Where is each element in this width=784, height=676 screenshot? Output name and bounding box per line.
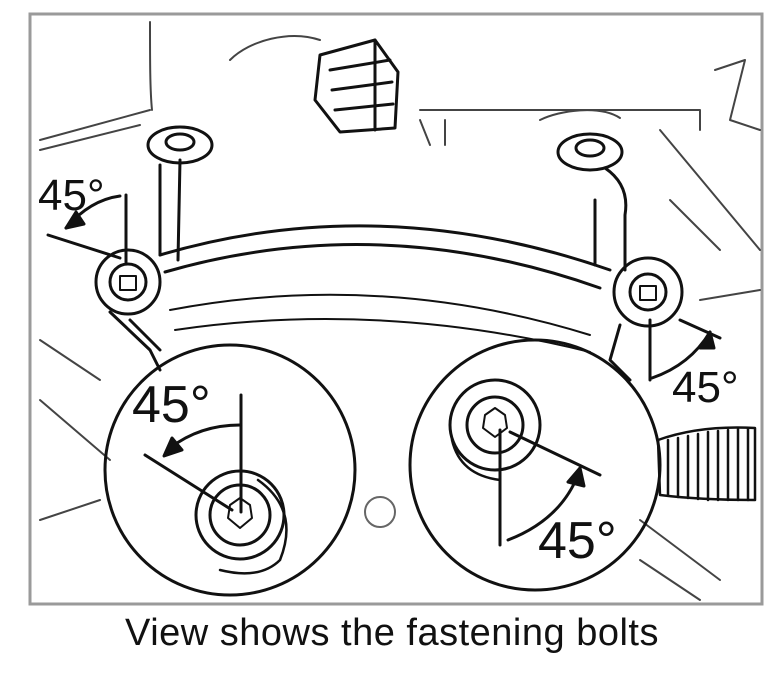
angle-label-top-right: 45°	[672, 363, 739, 412]
angle-label-detail-right: 45°	[538, 512, 617, 570]
top-right-bolt	[556, 132, 684, 382]
housing-outline	[39, 21, 761, 601]
adjustment-knob	[313, 38, 400, 134]
detail-circle-left	[103, 343, 357, 597]
top-left-bolt	[94, 125, 214, 372]
angle-indicator-top-right	[648, 318, 722, 382]
figure-caption: View shows the fastening bolts	[125, 612, 659, 654]
bellows	[656, 426, 757, 502]
angle-indicator-top-left	[46, 193, 128, 264]
angle-label-top-left: 45°	[38, 171, 105, 220]
angle-label-detail-left: 45°	[132, 376, 211, 434]
curved-rail	[158, 224, 612, 353]
